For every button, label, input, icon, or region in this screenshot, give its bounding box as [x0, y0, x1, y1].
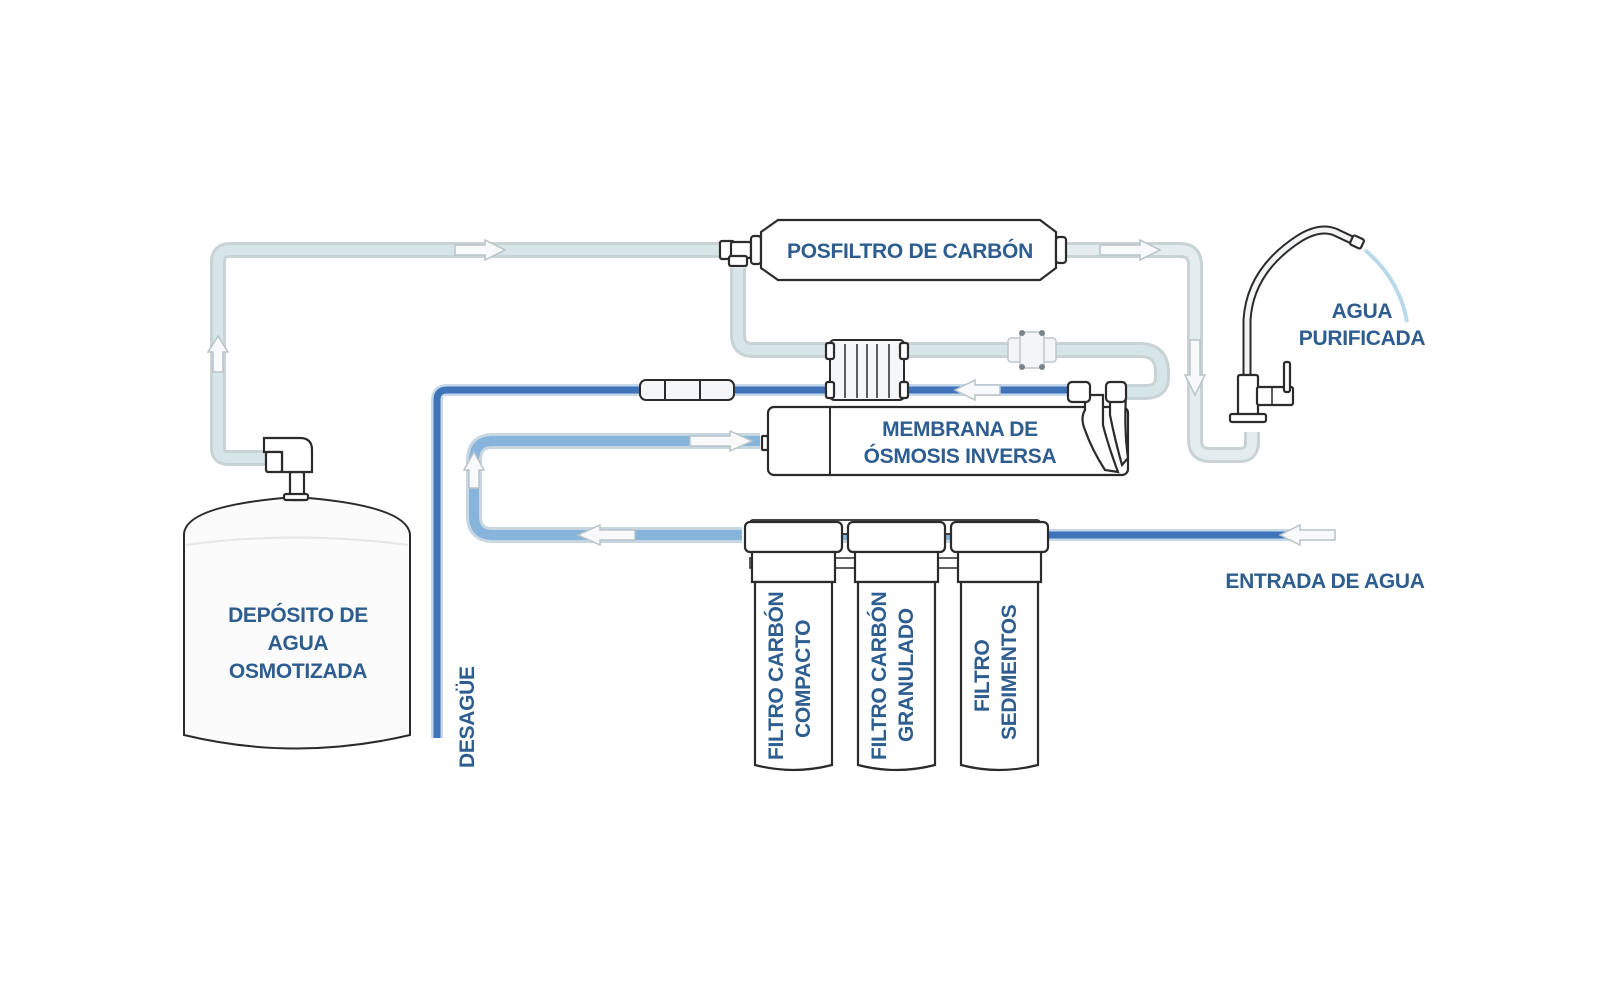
filter-granulated-label-line2: GRANULADO	[895, 608, 918, 742]
filter-granulated-carbon[interactable]: FILTRO CARBÓN GRANULADO	[846, 520, 947, 772]
filter-sediment-label-line2: SEDIMENTOS	[998, 604, 1021, 740]
filter-compact-label-line1: FILTRO CARBÓN	[764, 592, 788, 760]
postfilter-carbon[interactable]: POSFILTRO DE CARBÓN	[718, 218, 1068, 282]
flow-arrow-left-filters	[576, 523, 636, 547]
filter-sediment[interactable]: FILTRO SEDIMENTOS	[949, 520, 1050, 772]
membrane-label-line1: MEMBRANA DE	[882, 418, 1038, 441]
postfilter-label: POSFILTRO DE CARBÓN	[787, 239, 1033, 263]
shutoff-valve	[1007, 330, 1057, 370]
storage-tank[interactable]: DEPÓSITO DE AGUA OSMOTIZADA	[183, 436, 411, 750]
faucet-label-line1: AGUA	[1332, 300, 1393, 323]
drain-pipe	[431, 384, 1075, 738]
product-pipe-postfilter-to-faucet	[1065, 242, 1260, 463]
product-pipe-membrane-to-tee	[730, 268, 1170, 400]
feed-pipe-filters-to-membrane	[466, 433, 760, 543]
flow-arrow-right-feed	[689, 429, 754, 453]
tank-label-line1: DEPÓSITO DE	[228, 603, 368, 627]
filter-granulated-label-line1: FILTRO CARBÓN	[867, 592, 891, 760]
flow-arrow-right-top	[454, 238, 507, 262]
flow-arrow-left-reject	[953, 378, 1001, 402]
filter-compact-carbon[interactable]: FILTRO CARBÓN COMPACTO	[743, 520, 844, 772]
flow-arrow-right-postfilter	[1099, 238, 1162, 262]
drain-flow-restrictor	[639, 379, 735, 401]
filter-sediment-label-line1: FILTRO	[971, 640, 994, 712]
product-pipe-tank-to-postfilter	[210, 242, 720, 466]
flow-arrow-down-faucet	[1183, 339, 1207, 397]
flow-arrow-left-inlet	[1278, 523, 1336, 547]
filter-compact-label-line2: COMPACTO	[792, 620, 815, 738]
drain-label: DESAGÜE	[456, 666, 479, 768]
ro-membrane[interactable]: MEMBRANA DE ÓSMOSIS INVERSA	[760, 380, 1130, 477]
membrane-label-line2: ÓSMOSIS INVERSA	[864, 444, 1057, 468]
flow-arrow-up-tank	[206, 334, 230, 373]
inlet-label: ENTRADA DE AGUA	[1225, 570, 1424, 593]
faucet[interactable]: AGUA PURIFICADA	[1228, 225, 1426, 424]
faucet-label-line2: PURIFICADA	[1299, 327, 1426, 350]
tank-label-line2: AGUA	[268, 632, 329, 655]
tank-label-line3: OSMOTIZADA	[229, 660, 367, 683]
flow-arrow-up-feed	[462, 450, 486, 489]
flow-restrictor-valve	[824, 339, 910, 401]
